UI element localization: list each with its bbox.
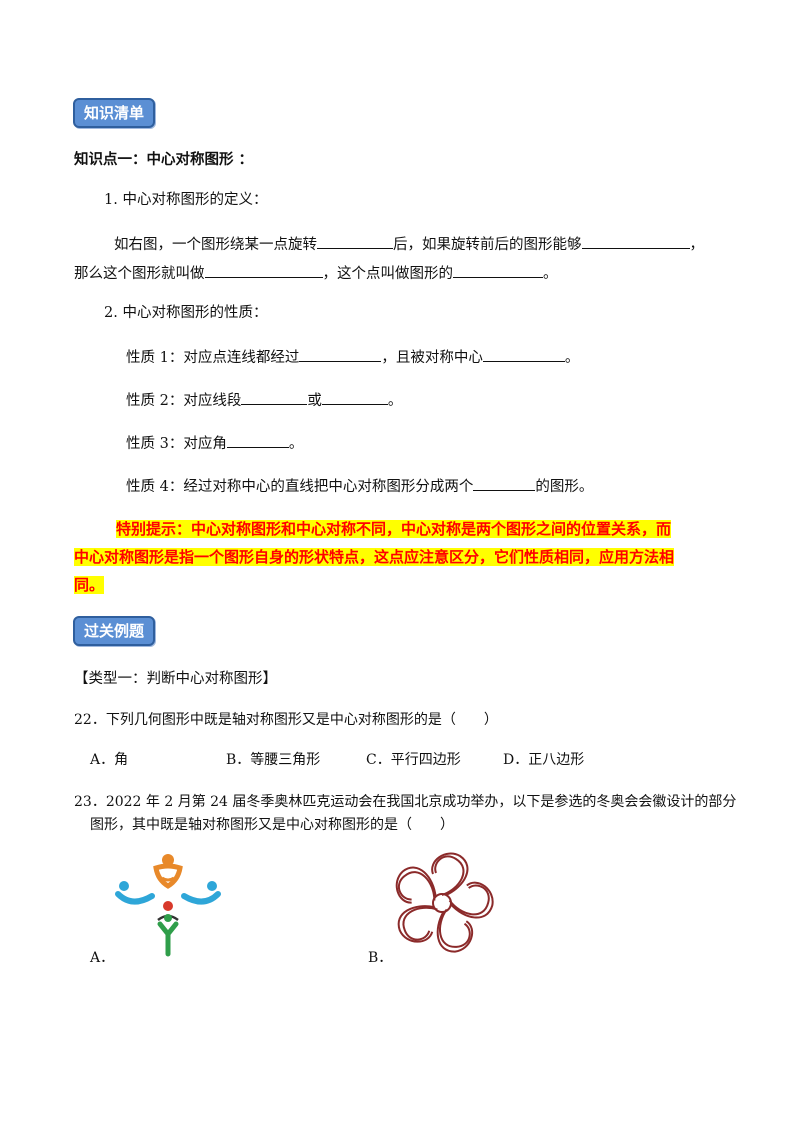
tip-line-2: 中心对称图形是指一个图形自身的形状特点，这点应注意区分，它们性质相同，应用方法相 (74, 548, 675, 566)
figure-a-body-top (153, 863, 183, 889)
section-tag-label: 过关例题 (73, 616, 156, 646)
q23-option-a-label[interactable]: A． (90, 950, 115, 966)
figure-a-head-right (207, 881, 217, 891)
fill-blank[interactable] (241, 389, 308, 405)
definition-line-2: 那么这个图形就叫做 ，这个点叫做图形的 。 (74, 262, 558, 284)
q22-option-c[interactable]: C．平行四边形 (366, 752, 461, 768)
q22-option-d[interactable]: D．正八边形 (503, 752, 585, 768)
q22-option-b[interactable]: B．等腰三角形 (226, 752, 321, 768)
tip-line-3: 同。 (74, 576, 105, 594)
fill-blank[interactable] (453, 262, 543, 278)
properties-heading: 2. 中心对称图形的性质： (104, 305, 268, 321)
question-23-stem-line-2: 图形，其中既是轴对称图形又是中心对称图形的是（ ） (90, 817, 454, 833)
property-3: 性质 3：对应角 。 (126, 432, 303, 454)
fill-blank[interactable] (581, 233, 690, 249)
fill-blank[interactable] (321, 389, 388, 405)
definition-line-1: 如右图，一个图形绕某一点旋转 后，如果旋转前后的图形能够 ， (114, 233, 704, 255)
text: 如右图，一个图形绕某一点旋转 (114, 237, 317, 253)
figure-a-arms-top (161, 876, 175, 882)
text: 后，如果旋转前后的图形能够 (393, 237, 582, 253)
question-22-stem: 22．下列几何图形中既是轴对称图形又是中心对称图形的是（ ） (74, 712, 498, 728)
figure-a-head-top (162, 854, 174, 866)
q23-figure-b-knot[interactable] (388, 852, 496, 954)
knowledge-point-title: 知识点一：中心对称图形 ： (74, 152, 254, 168)
section-tag-examples: 过关例题 (73, 616, 156, 646)
knot-loop (448, 884, 490, 916)
knot-center-ring (432, 893, 452, 913)
fill-blank[interactable] (204, 262, 323, 278)
section-tag-knowledge-list: 知识清单 (73, 98, 156, 128)
figure-a-body-right (181, 891, 221, 905)
text: ，且被对称中心 (381, 350, 483, 366)
figure-a-head-bottom (164, 914, 172, 922)
text: 性质 3：对应角 (126, 436, 227, 452)
tip-line-1: 特别提示：中心对称图形和中心对称不同，中心对称是两个图形之间的位置关系，而 (116, 520, 672, 538)
property-1: 性质 1：对应点连线都经过 ，且被对称中心 。 (126, 346, 579, 368)
knot-loop-outer (436, 911, 474, 953)
section-tag-label: 知识清单 (73, 98, 156, 128)
knot-loop (439, 908, 471, 948)
text: 的图形。 (535, 479, 594, 495)
figure-a-body-left (115, 891, 155, 905)
text: 性质 1：对应点连线都经过 (126, 350, 300, 366)
text: 性质 2：对应线段 (126, 393, 242, 409)
knot-loop-outer (450, 881, 494, 919)
fill-blank[interactable] (473, 475, 536, 491)
knot-loop (434, 855, 465, 896)
special-tip: 特别提示：中心对称图形和中心对称不同，中心对称是两个图形之间的位置关系，而 中心… (74, 515, 730, 599)
text: 性质 4：经过对称中心的直线把中心对称图形分成两个 (126, 479, 474, 495)
type-title: 【类型一：判断中心对称图形】 (74, 671, 277, 687)
text: 。 (288, 436, 304, 452)
figure-b-paths (395, 852, 494, 953)
text: 或 (307, 393, 322, 409)
q23-option-b-label[interactable]: B． (368, 950, 393, 966)
figure-a-body-bottom (157, 921, 179, 957)
text: 。 (387, 393, 403, 409)
definition-heading: 1. 中心对称图形的定义： (104, 192, 268, 208)
knot-loop (402, 906, 438, 941)
fill-blank[interactable] (482, 346, 565, 362)
text: 。 (543, 266, 558, 282)
question-23-stem-line-1: 23．2022 年 2 月第 24 届冬季奥林匹克运动会在我国北京成功举办，以下… (74, 794, 737, 810)
q22-option-a[interactable]: A．角 (90, 752, 129, 768)
text: 那么这个图形就叫做 (74, 266, 205, 282)
figure-a-head-center (163, 901, 173, 911)
text: 。 (564, 350, 580, 366)
fill-blank[interactable] (226, 432, 289, 448)
knot-loop-outer (431, 852, 469, 896)
text: ， (689, 237, 705, 253)
text: ，这个点叫做图形的 (322, 266, 454, 282)
fill-blank[interactable] (299, 346, 382, 362)
knot-loop-outer (397, 905, 435, 943)
property-2: 性质 2：对应线段 或 。 (126, 389, 402, 411)
knot-loop-outer (395, 866, 437, 904)
knot-loop (397, 871, 436, 901)
property-4: 性质 4：经过对称中心的直线把中心对称图形分成两个 的图形。 (126, 475, 593, 497)
q23-figure-a-emblem[interactable] (112, 850, 224, 958)
figure-a-head-left (119, 881, 129, 891)
fill-blank[interactable] (317, 233, 393, 249)
